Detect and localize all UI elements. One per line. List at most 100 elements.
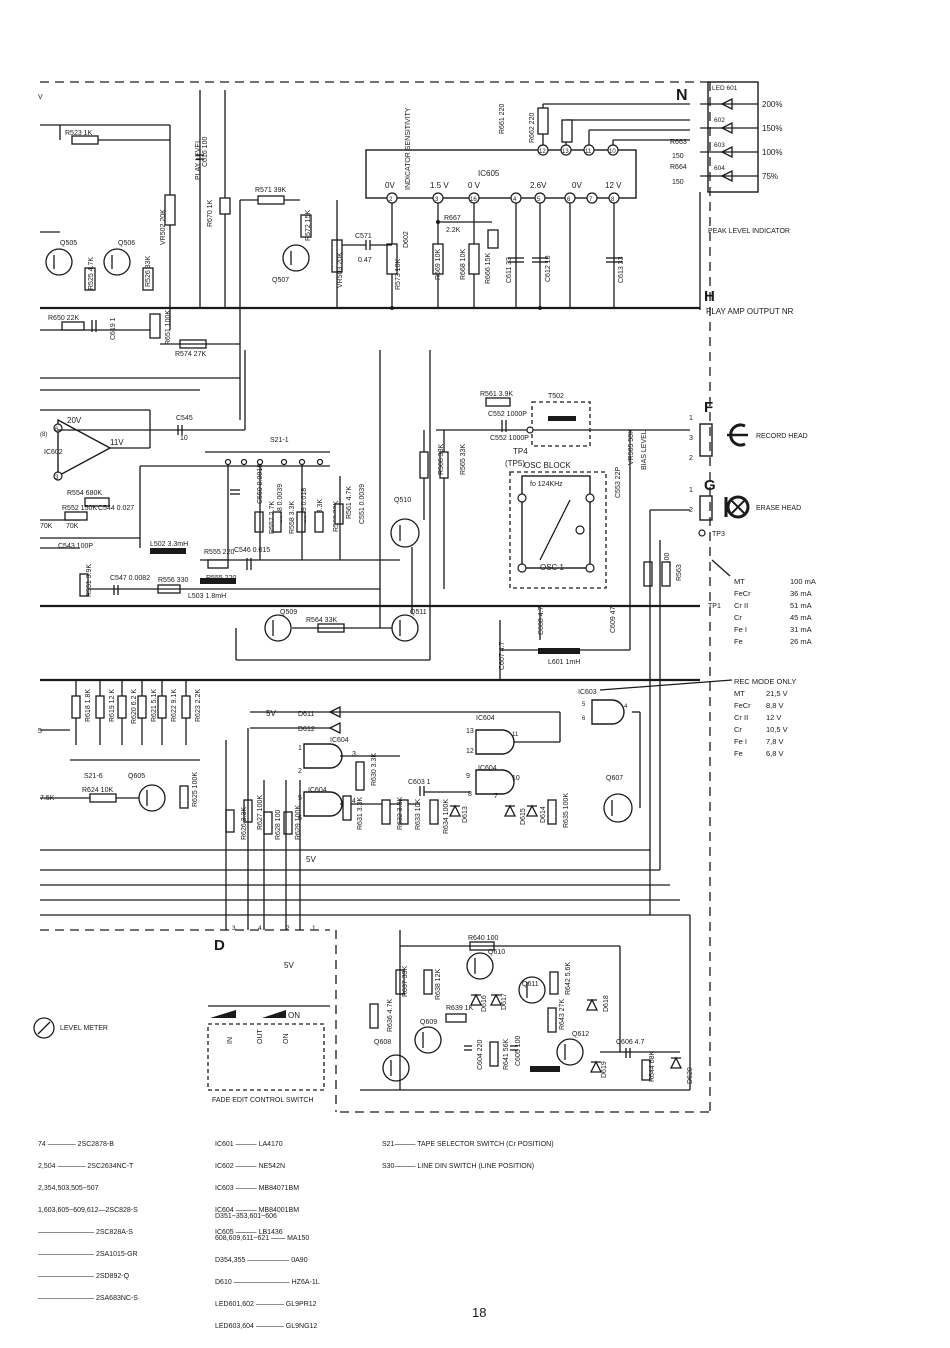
f-pin-1: 1 [689, 415, 693, 422]
ic604-pin: 9 [466, 773, 470, 780]
v5-label-2: 5V [306, 855, 316, 864]
r632-label: R632 3.3K [397, 797, 404, 830]
r551-label: R551 3.9K [86, 564, 93, 597]
play-amp-label: PLAY AMP OUTPUT NR [706, 307, 794, 316]
f-pin-3: 3 [689, 435, 693, 442]
ic602-11v: 11V [110, 438, 124, 447]
bias-row-value: 51 mA [790, 601, 812, 610]
t502-label: T502 [548, 393, 564, 400]
r631-label: R631 3.3K [357, 797, 364, 830]
osc-block-label: OSC BLOCK [524, 461, 571, 470]
ic605-bottom-network: R667 2.2K R573 10K R669 10K R668 10K R66… [386, 203, 625, 310]
q605-label: Q605 [128, 773, 145, 780]
ic605-pin: 5 [537, 197, 541, 203]
level-200: 200% [762, 100, 782, 109]
r626-label: R626 3.3K [241, 807, 248, 840]
c545-value: 10 [180, 435, 188, 442]
q607-label: Q607 [606, 775, 623, 782]
rec-mode-title: REC MODE ONLY [734, 677, 796, 686]
ic602: 6 3 20V 11V IC602 (8) C545 10 R554 680K … [40, 410, 330, 550]
ic604-label: IC604 [330, 737, 349, 744]
bias-transistors: Q510 Q509 Q511 R564 33K R566 33K R565 33… [235, 350, 467, 661]
r619-label: R619 12 K [109, 689, 116, 722]
r670-label: R670 1K [207, 199, 214, 227]
r623-label: R623 2.2K [195, 689, 202, 722]
ic604-label-3: IC604 [476, 715, 495, 722]
legend-line: ———————— 2SD892-Q [38, 1273, 130, 1280]
c571-label: C571 [355, 233, 372, 240]
c552-value: C552 1000P [490, 435, 529, 442]
bias-row-value: 26 mA [790, 637, 812, 646]
c611-label: C611 33 [506, 257, 513, 283]
ic604-pin: 3 [352, 751, 356, 758]
c553-label: C553 22P [615, 467, 622, 498]
transistor-legend: 74 ———— 2SC2878-B 2,504 ———— 2SC2634NC-T… [38, 1128, 138, 1315]
r566-label: R566 33K [438, 444, 445, 475]
lower-transistor-stage: R640 100 Q610 Q611 R642 5.6K R637 33K R6… [360, 915, 694, 1091]
r556-label: R556 330 [158, 577, 188, 584]
rec-row-type: FeCr [734, 701, 751, 710]
ic604-pin: 7 [494, 793, 498, 800]
r526-label: R526 33K [145, 256, 152, 287]
r561-label: R561 4.7K [346, 486, 353, 519]
r667-value: 2.2K [446, 227, 461, 234]
c543-label: C543 100P [58, 543, 93, 550]
bias-row-type: Cr II [734, 601, 748, 610]
led603-label: 603 [714, 142, 725, 149]
r625-label: R625 100K [192, 772, 199, 807]
legend-line: 1,603,605~609,612—2SC828-S [38, 1207, 138, 1214]
q505-label: Q505 [60, 240, 77, 247]
r561b-label: R561 3.9K [480, 391, 513, 398]
ic604-pin: 1 [298, 745, 302, 752]
on-label: ON [283, 1034, 290, 1045]
v5-label: 5V [266, 709, 276, 718]
f-pin-2: 2 [689, 455, 693, 462]
q610-label: Q610 [488, 949, 505, 956]
ic603-pin: 6 [582, 716, 586, 722]
legend-line: LED603,604 ———— GL9NG12 [215, 1323, 318, 1330]
r662-label: R662 220 [529, 113, 536, 143]
c571-value: 0.47 [358, 257, 372, 264]
r558-label: R558 3.3K [289, 501, 296, 534]
fade-edit-switch: D 3 4 2 1 5V IN OUT ON ON FADE EDIT CONT… [33, 925, 330, 1104]
connector-n: N [676, 87, 688, 104]
r564-label: R564 33K [306, 617, 337, 624]
legend-line: IC604 ——— MB84001BM [215, 1207, 300, 1214]
r565-label: R565 33K [460, 444, 467, 475]
l503-label: L503 1.8mH [188, 593, 226, 600]
q511-label: Q511 [410, 609, 427, 616]
c551-label: C551 0.0039 [359, 484, 366, 524]
r668-label: R668 10K [460, 249, 467, 280]
c548-label: C548 0.0039 [277, 484, 284, 524]
rec-row-type: Fe I [734, 737, 747, 746]
ic605-pin: 2 [389, 197, 393, 203]
r622-label: R622 9.1K [171, 689, 178, 722]
ic604-label-4: IC604 [478, 765, 497, 772]
ic605-pin: 4 [513, 197, 517, 203]
tick-left-label: 5 [38, 728, 42, 735]
bias-row-value: 31 mA [790, 625, 812, 634]
l502-label: L502 3.3mH [150, 541, 188, 548]
connector-d: D [214, 937, 225, 954]
r554-label: R554 680K [67, 490, 102, 497]
tp4-label: TP4 [513, 447, 528, 456]
level-100: 100% [762, 148, 782, 157]
d-pin-1: 1 [312, 925, 316, 932]
out-label: OUT [257, 1029, 264, 1045]
legend-line: IC602 ——— NE542N [215, 1163, 286, 1170]
r571-label: R571 39K [255, 187, 286, 194]
r641-label: R641 56K [503, 1039, 510, 1070]
r666-label: R666 15K [485, 253, 492, 284]
r669-label: R669 10K [435, 249, 442, 280]
tp3-label: TP3 [712, 531, 725, 538]
r70k-label: 70K [40, 523, 53, 530]
r663-value: 150 [672, 153, 684, 160]
ic603-label: IC603 [578, 689, 597, 696]
legend-line: 74 ———— 2SC2878-B [38, 1141, 114, 1148]
q507-label: Q507 [272, 277, 289, 284]
bias-row-value: 45 mA [790, 613, 812, 622]
r650-label: R650 22K [48, 315, 79, 322]
connector-h: H [704, 288, 715, 305]
